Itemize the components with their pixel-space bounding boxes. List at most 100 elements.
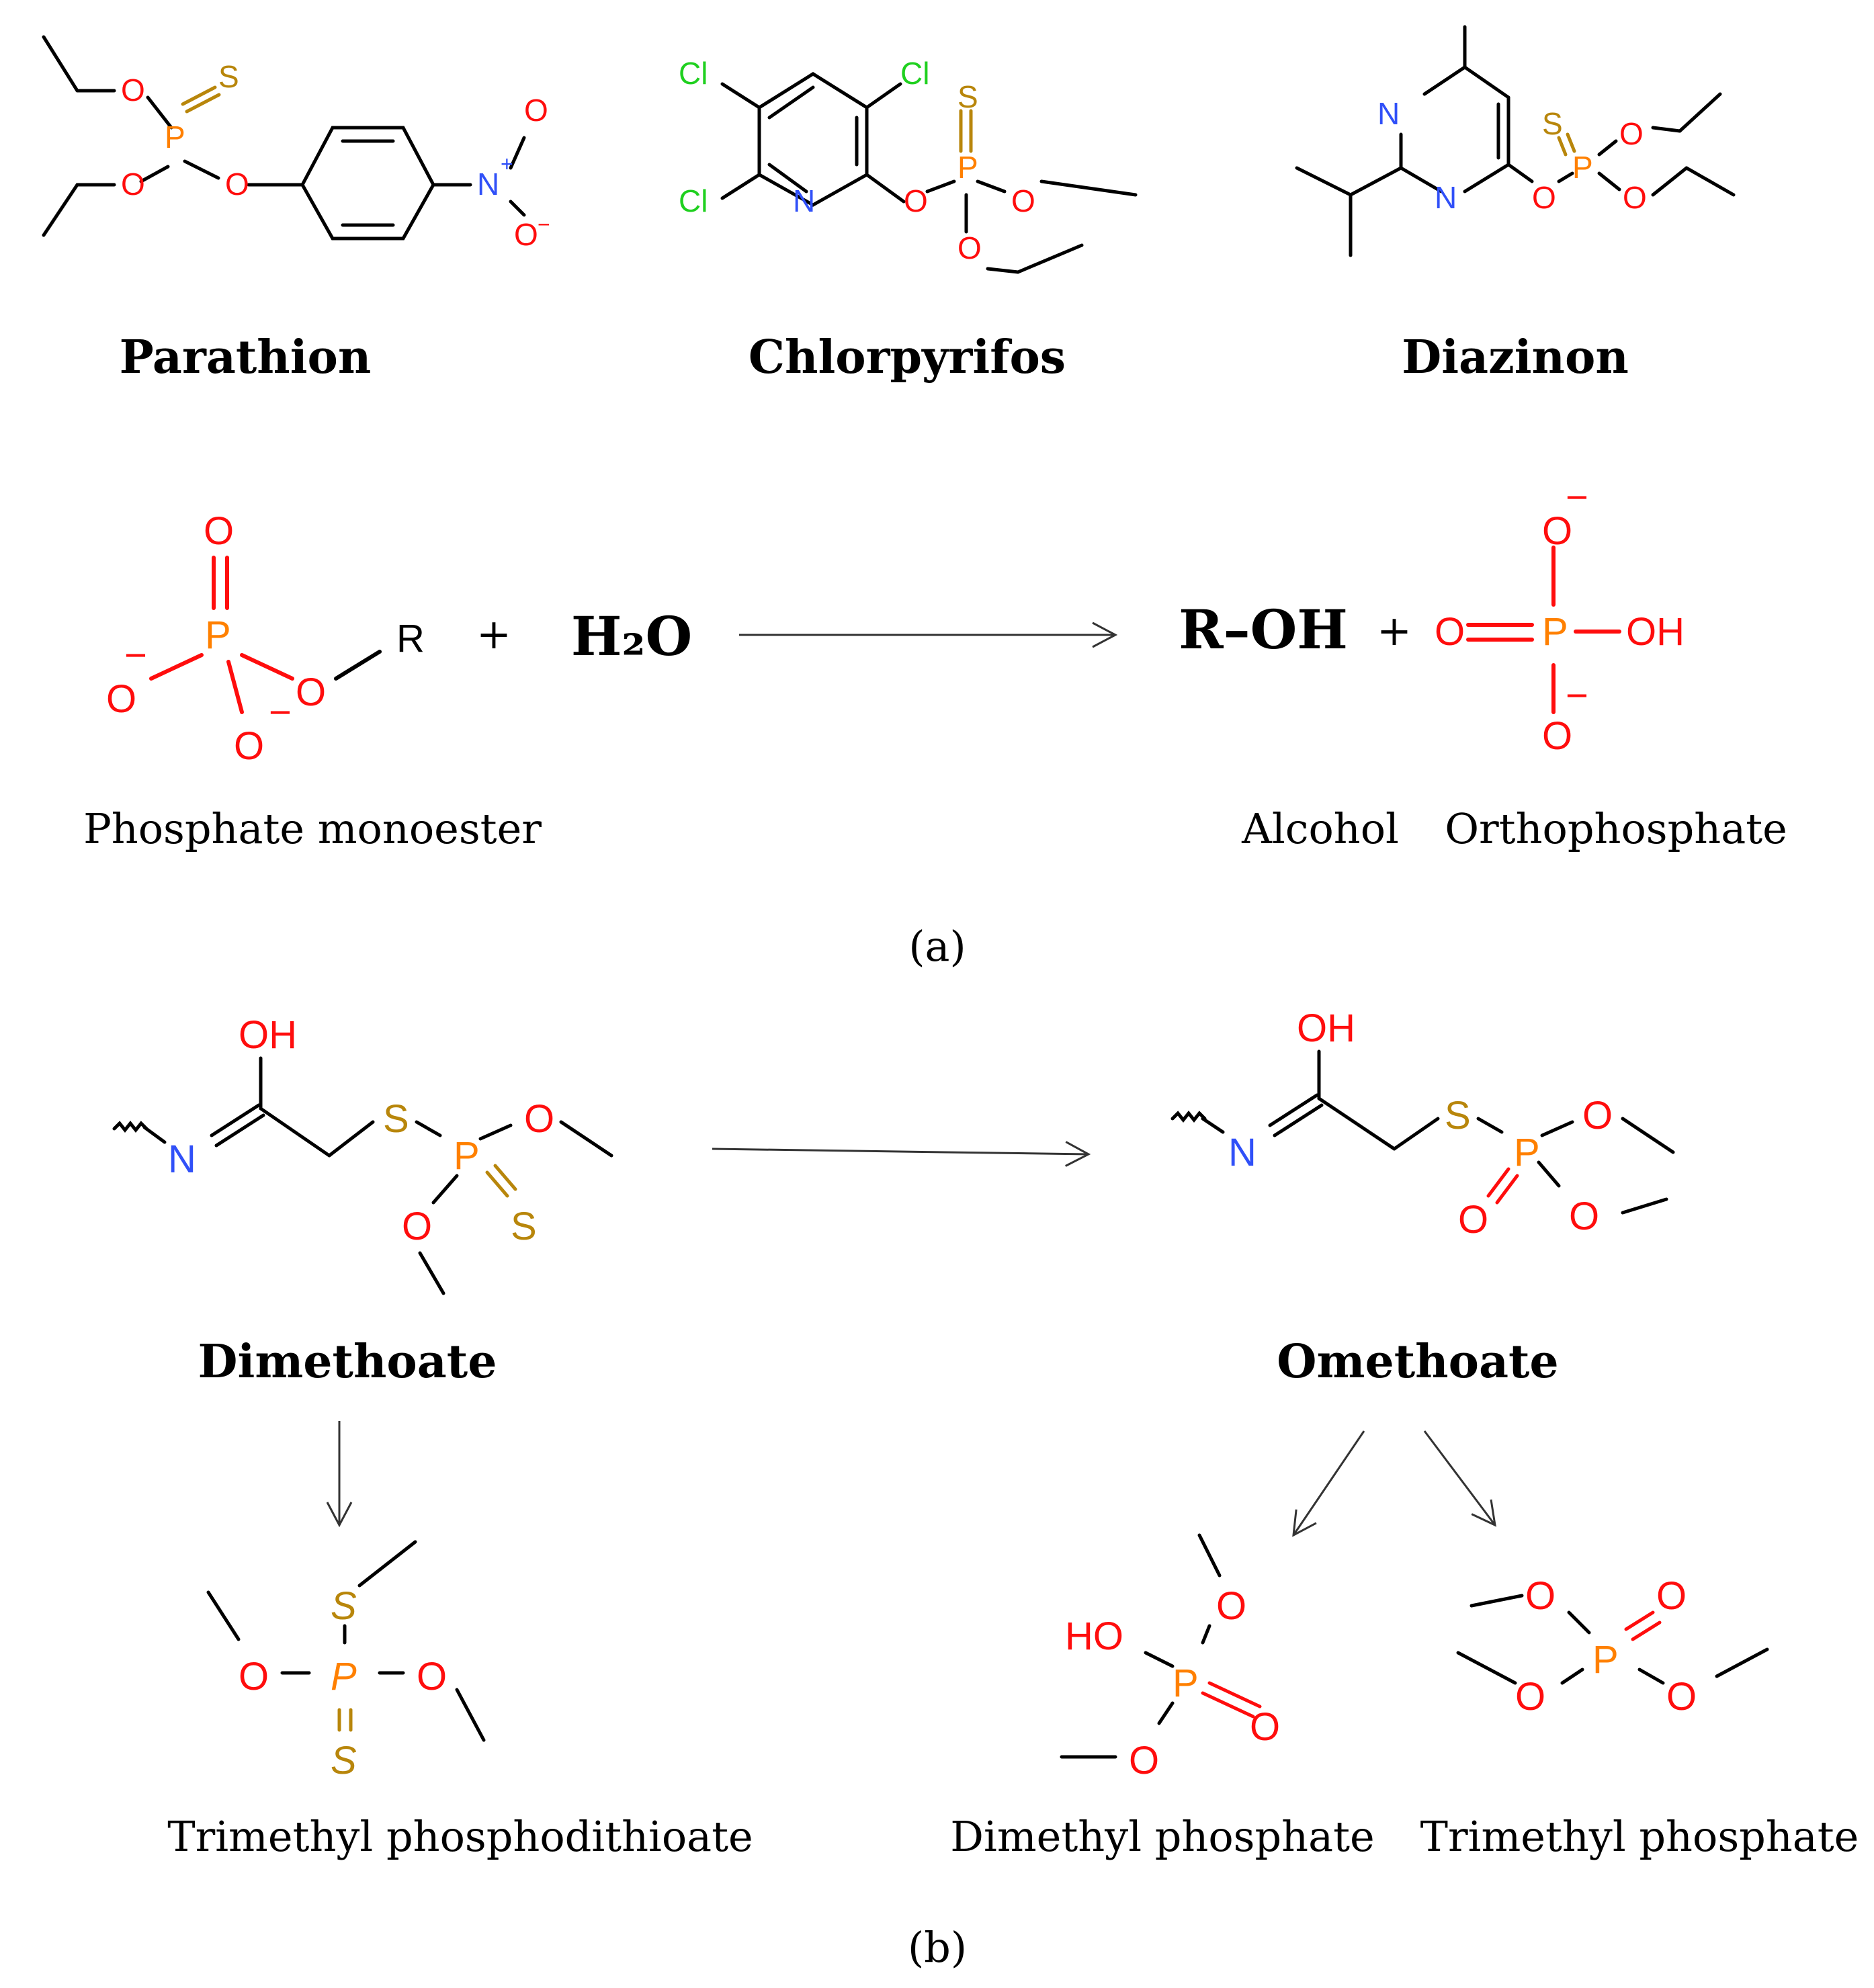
atom-o: O bbox=[121, 73, 145, 107]
atom-p: P bbox=[957, 150, 978, 185]
atom-o: O bbox=[417, 1655, 447, 1698]
reaction-arrow-to-dimethyl-phosphate bbox=[1292, 1430, 1365, 1537]
atom-o: O bbox=[1458, 1198, 1488, 1242]
trimethyl-phosphodithioate-structure: S P O O S bbox=[206, 1540, 486, 1782]
atom-s: S bbox=[331, 1584, 357, 1628]
charge-minus: − bbox=[1566, 476, 1588, 519]
reaction-arrow-to-trimethyl-phosphate bbox=[1423, 1430, 1496, 1527]
svg-text:(b): (b) bbox=[908, 1923, 967, 1972]
atom-s: S bbox=[1445, 1094, 1471, 1137]
caption-dimethoate: Dimethoate bbox=[198, 1335, 497, 1389]
atom-o: O bbox=[1250, 1705, 1280, 1749]
charge-minus: − bbox=[124, 634, 147, 677]
atom-s: S bbox=[511, 1205, 537, 1248]
atom-o: O bbox=[1011, 183, 1035, 218]
atom-o: O bbox=[1216, 1584, 1246, 1628]
atom-p: P bbox=[165, 120, 185, 155]
label-alcohol: Alcohol bbox=[1241, 804, 1399, 853]
atom-o: O bbox=[1542, 714, 1572, 758]
atom-o: O bbox=[1435, 610, 1465, 654]
atom-n: N bbox=[793, 183, 815, 218]
atom-o: O bbox=[1515, 1675, 1545, 1719]
atom-o: O bbox=[1619, 116, 1644, 151]
label-phosphate-monoester: Phosphate monoester bbox=[83, 804, 542, 853]
trimethyl-phosphate-structure: O O P O O bbox=[1456, 1574, 1769, 1719]
atom-n: N bbox=[1228, 1131, 1257, 1174]
atom-o: O bbox=[204, 509, 234, 553]
label-dimethyl-phosphate: Dimethyl phosphate bbox=[950, 1812, 1374, 1861]
atom-p: P bbox=[331, 1655, 357, 1698]
atom-p: P bbox=[1542, 610, 1568, 654]
atom-o: O bbox=[904, 183, 928, 218]
atom-o: O bbox=[1542, 509, 1572, 553]
atom-oh: OH bbox=[239, 1013, 297, 1057]
atom-oh: OH bbox=[1297, 1006, 1355, 1050]
caption-diazinon: Diazinon bbox=[1402, 331, 1629, 384]
atom-p: P bbox=[205, 613, 231, 657]
alcohol-product: R–OH bbox=[1179, 598, 1348, 661]
atom-n: N bbox=[1435, 180, 1457, 215]
caption-omethoate: Omethoate bbox=[1277, 1335, 1558, 1389]
atom-cl: Cl bbox=[900, 56, 929, 91]
atom-o: O bbox=[957, 230, 982, 265]
atom-o: O bbox=[1582, 1094, 1613, 1137]
phosphate-monoester-structure: O P O − O − O R bbox=[106, 509, 425, 768]
atom-cl: Cl bbox=[679, 56, 708, 91]
atom-o: O bbox=[1532, 180, 1556, 215]
atom-p: P bbox=[1572, 150, 1593, 185]
charge-minus: − bbox=[269, 691, 292, 734]
atom-s: S bbox=[957, 79, 978, 114]
label-orthophosphate: Orthophosphate bbox=[1445, 804, 1787, 853]
atom-n: N bbox=[1377, 96, 1400, 131]
parathion-structure: O S P O O N + O O − bbox=[42, 35, 550, 252]
atom-o: O bbox=[225, 167, 249, 202]
dimethyl-phosphate-structure: O HO P O O bbox=[1060, 1533, 1280, 1782]
charge-minus: − bbox=[1566, 674, 1588, 718]
charge-plus: + bbox=[501, 152, 513, 176]
atom-o: O bbox=[1129, 1739, 1159, 1782]
dimethoate-structure: OH N S P O O S bbox=[112, 1013, 613, 1295]
atom-o: O bbox=[1623, 180, 1647, 215]
atom-o: O bbox=[296, 671, 326, 714]
atom-s: S bbox=[1542, 106, 1563, 141]
diazinon-structure: N N O P S O O bbox=[1295, 25, 1736, 257]
plus-sign: + bbox=[476, 609, 511, 658]
panel-label-b: (b) bbox=[908, 1923, 967, 1972]
orthophosphate-structure: O − P O OH O − bbox=[1435, 476, 1685, 758]
atom-o: O bbox=[121, 167, 145, 202]
atom-o: O bbox=[402, 1205, 432, 1248]
label-trimethyl-phosphate: Trimethyl phosphate bbox=[1420, 1812, 1859, 1861]
atom-cl: Cl bbox=[679, 183, 708, 218]
atom-p: P bbox=[1514, 1131, 1540, 1174]
panel-label-a: (a) bbox=[908, 922, 966, 971]
atom-n: N bbox=[477, 167, 499, 202]
label-trimethyl-phosphodithioate: Trimethyl phosphodithioate bbox=[167, 1812, 753, 1861]
charge-minus: − bbox=[538, 212, 550, 236]
atom-o: O bbox=[524, 1097, 554, 1141]
atom-p: P bbox=[454, 1134, 480, 1178]
atom-s: S bbox=[218, 59, 239, 94]
atom-p: P bbox=[1592, 1638, 1619, 1682]
reaction-arrow-oxidation bbox=[712, 1141, 1091, 1167]
atom-oh: OH bbox=[1626, 610, 1685, 654]
atom-o: O bbox=[1666, 1675, 1697, 1719]
atom-p: P bbox=[1173, 1661, 1199, 1705]
omethoate-structure: OH N S P O O O bbox=[1170, 1006, 1675, 1242]
atom-o: O bbox=[234, 724, 264, 768]
water-label: H₂O bbox=[571, 605, 692, 668]
atom-n: N bbox=[168, 1137, 196, 1181]
chlorpyrifos-structure: Cl Cl Cl N S P O O O bbox=[679, 56, 1138, 274]
atom-o: O bbox=[524, 93, 548, 128]
atom-o: O bbox=[239, 1655, 269, 1698]
atom-o: O bbox=[1656, 1574, 1687, 1618]
plus-sign: + bbox=[1377, 606, 1412, 655]
caption-chlorpyrifos: Chlorpyrifos bbox=[749, 331, 1066, 384]
atom-s: S bbox=[383, 1097, 409, 1141]
caption-parathion: Parathion bbox=[120, 331, 372, 384]
atom-o: O bbox=[1525, 1574, 1556, 1618]
atom-o: O bbox=[514, 217, 538, 252]
atom-ho: HO bbox=[1065, 1614, 1123, 1658]
atom-o: O bbox=[106, 677, 136, 721]
atom-s: S bbox=[331, 1739, 357, 1782]
